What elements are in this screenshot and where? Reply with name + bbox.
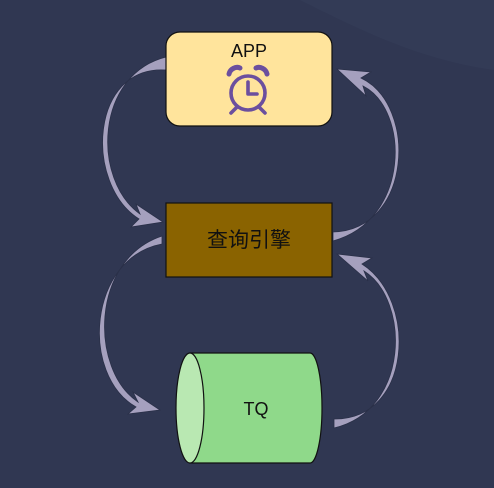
node-tq-label: TQ (244, 399, 269, 419)
arrow-engine-to-tq[interactable] (99, 235, 163, 415)
arrow-group (99, 56, 400, 429)
node-query-engine[interactable]: 查询引擎 (165, 202, 333, 278)
node-tq-body[interactable] (189, 352, 323, 464)
arrow-engine-to-app[interactable] (332, 68, 400, 242)
node-app-label: APP (231, 41, 267, 61)
node-tq[interactable]: TQ (175, 352, 323, 464)
node-app-box[interactable] (165, 31, 333, 127)
arrow-app-to-engine[interactable] (102, 56, 167, 228)
node-tq-cap (175, 352, 205, 464)
node-query-engine-label: 查询引擎 (207, 229, 291, 252)
node-query-engine-box[interactable] (165, 202, 333, 278)
node-app[interactable]: APP (165, 31, 333, 127)
arrow-tq-to-engine[interactable] (333, 253, 400, 429)
alarm-clock-icon (226, 64, 270, 115)
